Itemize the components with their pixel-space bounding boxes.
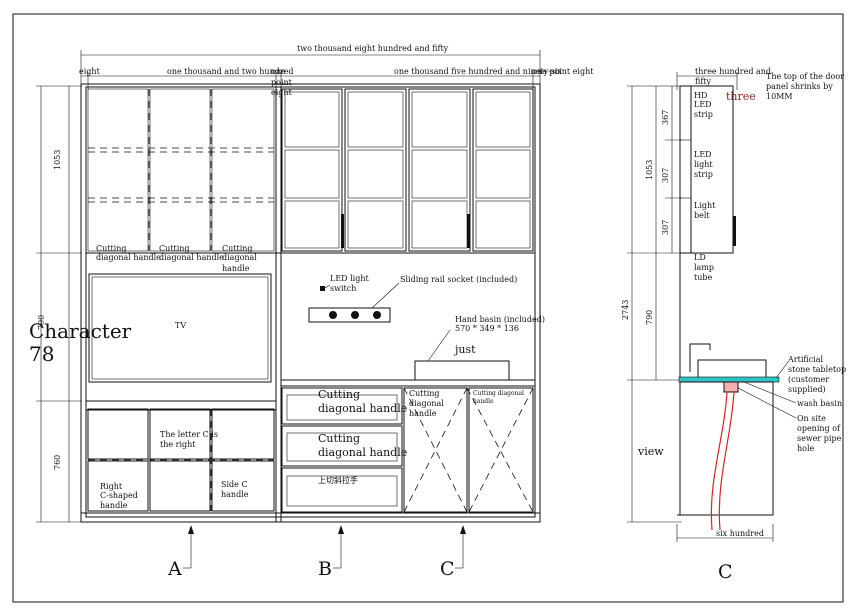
- door-handle: [341, 214, 344, 248]
- ld-label-c: tube: [694, 273, 712, 282]
- sewer-pipe: [710, 391, 728, 531]
- door-c-label-c: handle: [409, 409, 437, 418]
- stone-label-c: (customer: [788, 375, 829, 384]
- handle-label-3b: diagonal: [222, 253, 257, 262]
- sewer-label-a: On site: [797, 414, 826, 423]
- door-c-label-a: Cutting: [409, 389, 440, 398]
- glass-doors: [281, 88, 534, 252]
- dim-point-label: point: [271, 78, 293, 87]
- side-h-1053: 1053: [645, 160, 654, 180]
- drawer-1-label-a: Cutting: [318, 388, 360, 401]
- door-c-label-b: diagonal: [409, 399, 444, 408]
- stone-label-b: stone tabletop: [788, 365, 846, 374]
- ld-label-a: LD: [694, 253, 706, 262]
- dim-one-label: one: [271, 67, 286, 76]
- letter-c-label-a: The letter C is: [160, 430, 218, 439]
- three-label: three: [726, 90, 756, 103]
- top-note-c: 10MM: [766, 92, 793, 101]
- right-c-label-c: handle: [100, 501, 128, 510]
- letter-c-label-b: the right: [160, 440, 196, 449]
- stone-label-d: supplied): [788, 385, 826, 394]
- dim-1-8-label: one point eight: [532, 67, 594, 76]
- side-h-307b: 307: [661, 220, 670, 235]
- side-dim-600: six hundred: [716, 529, 764, 538]
- belt-label-a: Light: [694, 201, 716, 210]
- drawer-1-label-b: diagonal handle: [318, 402, 407, 415]
- wash-label: wash basin: [797, 399, 842, 408]
- wash-basin: [697, 359, 767, 379]
- handle-label-2b: diagonal handle: [159, 253, 224, 262]
- side-dim-350-a: three hundred and: [695, 67, 771, 76]
- hand-basin: [414, 360, 510, 381]
- side-h-2743: 2743: [621, 300, 630, 320]
- dim-1596-label: one thousand five hundred and ninety-six: [394, 67, 562, 76]
- rail-socket: [308, 307, 391, 323]
- drawer-3-label: 上切斜拉手: [318, 475, 358, 485]
- character-text: Character: [29, 319, 132, 343]
- led-label-a: LED: [694, 150, 712, 159]
- sewer-label-d: hole: [797, 444, 815, 453]
- stone-tabletop: [678, 376, 780, 383]
- door-handle: [467, 214, 470, 248]
- side-dim-350-b: fifty: [695, 77, 712, 86]
- front-h-1053: 1053: [53, 150, 62, 170]
- led-switch-label-b: switch: [330, 284, 356, 293]
- sewer-label-c: sewer pipe: [797, 434, 842, 443]
- side-section-c: C: [718, 561, 733, 583]
- drawer-2-label-b: diagonal handle: [318, 446, 407, 459]
- just-label: just: [453, 343, 476, 356]
- rail-socket-label: Sliding rail socket (included): [400, 275, 517, 284]
- led-switch: [320, 286, 325, 291]
- dim-1200-label: one thousand and two hundred: [167, 67, 294, 76]
- basin-label-b: 570 * 349 * 136: [455, 324, 519, 333]
- led-switch-label-a: LED light: [330, 274, 370, 283]
- ld-label-b: lamp: [694, 263, 714, 272]
- stone-label-a: Artificial: [787, 355, 824, 364]
- character-number: 78: [29, 342, 54, 366]
- drawing-border: [12, 13, 844, 603]
- led-label-c: strip: [694, 170, 713, 179]
- side-elevation: three hundred and fifty The top of the d…: [621, 67, 846, 583]
- led-label-b: light: [694, 160, 713, 169]
- handle-label-3a: Cutting: [222, 244, 253, 253]
- front-elevation: two thousand eight hundred and fifty eig…: [29, 44, 594, 580]
- handle-label-1a: Cutting: [96, 244, 127, 253]
- tv-label: TV: [175, 321, 186, 330]
- right-c-label-a: Right: [100, 482, 123, 491]
- right-c-label-b: C-shaped: [100, 491, 138, 500]
- hd-label-a: HD: [694, 91, 707, 100]
- handle-label-1b: diagonal handle: [96, 253, 161, 262]
- basin-label-a: Hand basin (included): [455, 315, 545, 324]
- hd-label-b: LED: [694, 100, 712, 109]
- handle-label-2a: Cutting: [159, 244, 190, 253]
- tv-frame: [88, 273, 272, 383]
- section-c-label: C: [440, 558, 455, 580]
- top-note-b: panel shrinks by: [766, 82, 833, 91]
- side-h-790: 790: [645, 310, 654, 325]
- dim-eight-label: eight: [79, 67, 101, 76]
- side-c-label-a: Side C: [221, 480, 248, 489]
- view-label: view: [637, 445, 664, 458]
- handle-label-3c: handle: [222, 264, 250, 273]
- sewer-label-b: opening of: [797, 424, 841, 433]
- front-h-790: 790: [37, 315, 46, 330]
- top-note-a: The top of the door: [766, 72, 844, 81]
- side-c-label-b: handle: [221, 490, 249, 499]
- section-a-label: A: [167, 558, 182, 580]
- side-h-307a: 307: [661, 168, 670, 183]
- dim-total-label: two thousand eight hundred and fifty: [297, 44, 449, 53]
- drawer-2-label-a: Cutting: [318, 432, 360, 445]
- door-d-label-a: Cutting diagonal: [473, 390, 524, 397]
- door-d-label-b: handle: [473, 398, 494, 405]
- section-b-label: B: [318, 558, 332, 580]
- front-h-760: 760: [53, 455, 62, 470]
- side-h-367: 367: [661, 110, 670, 125]
- hd-label-c: strip: [694, 110, 713, 119]
- belt-label-b: belt: [694, 211, 710, 220]
